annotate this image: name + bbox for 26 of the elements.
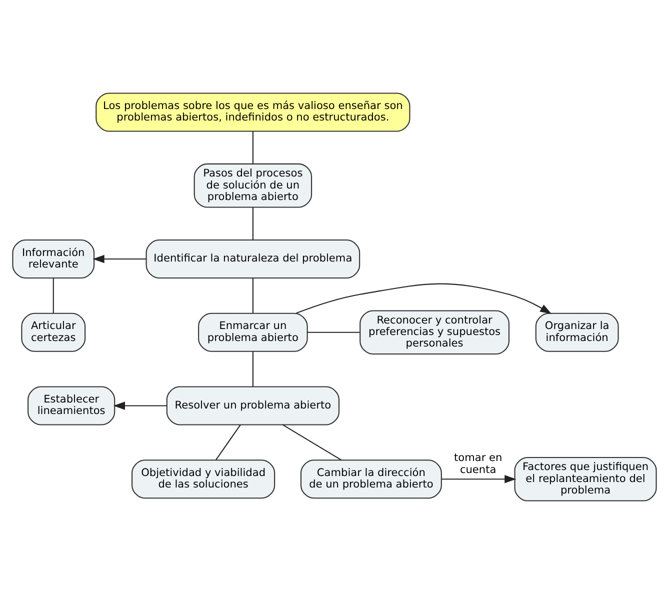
node-box: Resolver un problema abierto [166, 386, 340, 426]
connector [252, 351, 254, 386]
node-box: Factores que justifiquen el replanteamiento del problema [514, 456, 657, 502]
node-box: Reconocer y controlar preferencias y supuestos personales [360, 310, 510, 355]
node-box: Identificar la naturaleza del problema [146, 239, 360, 279]
node-box: Cambiar la dirección de un problema abierto [300, 460, 442, 499]
connector [308, 332, 360, 333]
node-box: Organizar la información [535, 312, 619, 352]
connector [252, 131, 254, 164]
node-box: Pasos del procesos de solución de un problema abierto [194, 163, 312, 208]
arrow [113, 402, 167, 410]
arrow [442, 475, 516, 484]
connector [282, 424, 342, 461]
connector [52, 278, 54, 314]
node-box: Establecer lineamientos [28, 386, 116, 426]
arrow [296, 283, 552, 314]
arrow [92, 254, 146, 264]
connector [252, 207, 254, 240]
node-box: Articular certezas [21, 312, 86, 352]
node-box: Enmarcar un problema abierto [198, 312, 308, 352]
node-box: Los problemas sobre los que es más valioso enseñar son problemas abiertos, indefinidos o no estructurados. [96, 92, 410, 132]
edge-label: tomar en cuenta [454, 452, 502, 476]
node-box: Objetividad y viabilidad de las soluciones [132, 460, 276, 499]
connector [252, 278, 254, 314]
connector [216, 424, 241, 460]
node-box: Información relevante [12, 239, 95, 279]
